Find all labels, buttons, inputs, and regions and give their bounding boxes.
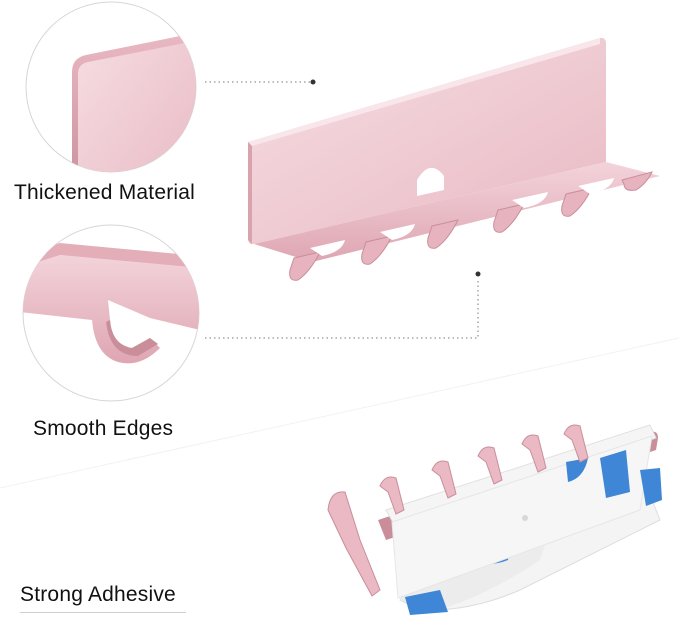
feature-label-smooth-edges: Smooth Edges (33, 417, 174, 440)
zoom-circle-smooth-edges (22, 224, 200, 402)
zoom-circle-thickened (25, 1, 197, 173)
feature-label-strong-adhesive: Strong Adhesive (20, 583, 186, 613)
hook-rack-front-view (248, 37, 660, 281)
feature-label-thickened-material: Thickened Material (14, 181, 196, 204)
hook-rack-adhesive-view (327, 424, 662, 615)
